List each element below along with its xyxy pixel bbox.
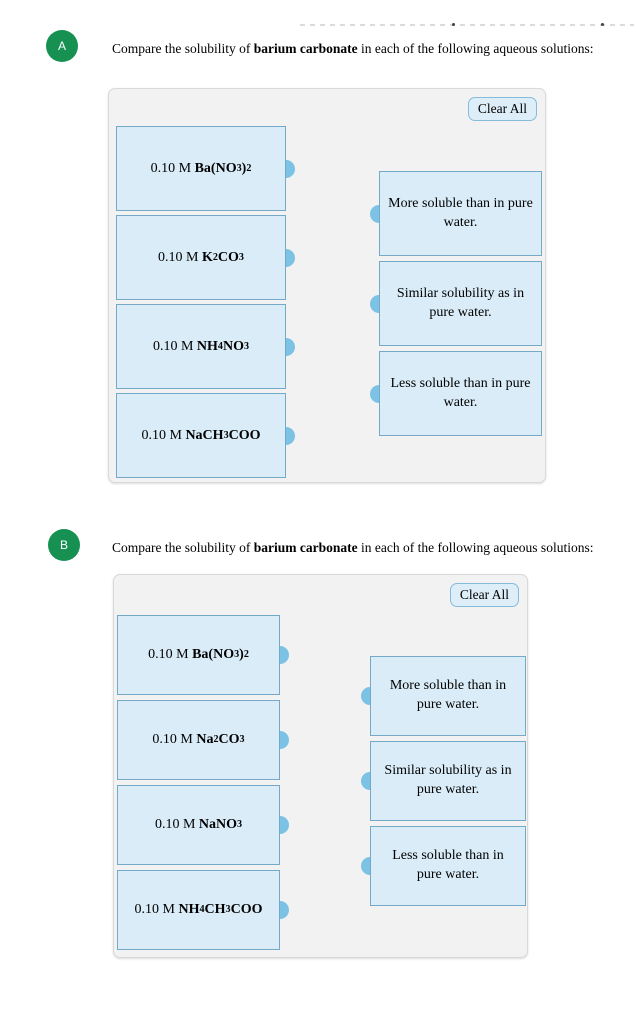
connector-tab-icon	[280, 901, 289, 919]
connector-notch-icon	[361, 687, 370, 705]
drop-target-label: Less soluble than in pure water.	[390, 375, 531, 410]
question-suffix: in each of the following aqueous solutio…	[357, 540, 594, 555]
drop-target[interactable]: More soluble than in pure water.	[370, 171, 542, 256]
drop-target-label: More soluble than in pure water.	[388, 195, 533, 230]
connector-tab-icon	[286, 248, 295, 267]
drop-target[interactable]: Similar solubility as in pure water.	[370, 261, 542, 346]
drop-target-label: More soluble than in pure water.	[389, 678, 507, 712]
drop-target-label: Similar solubility as in pure water.	[396, 285, 525, 320]
top-dash-dot	[452, 23, 455, 26]
connector-tab-icon	[286, 159, 295, 178]
connector-notch-icon	[361, 772, 370, 790]
question-badge-a: A	[46, 30, 78, 62]
drop-target[interactable]: Less soluble than in pure water.	[361, 826, 526, 906]
connector-notch-icon	[370, 384, 379, 403]
question-text-b: Compare the solubility of barium carbona…	[112, 539, 624, 557]
drop-target-label: Similar solubility as in pure water.	[384, 763, 512, 797]
connector-tab-icon	[286, 426, 295, 445]
question-prefix: Compare the solubility of	[112, 41, 254, 56]
top-dash-dot	[601, 23, 604, 26]
question-badge-b: B	[48, 529, 80, 561]
question-bold-term: barium carbonate	[253, 540, 358, 555]
connector-notch-icon	[361, 857, 370, 875]
connector-tab-icon	[280, 646, 289, 664]
drop-target[interactable]: Similar solubility as in pure water.	[361, 741, 526, 821]
question-text-a: Compare the solubility of barium carbona…	[112, 40, 624, 58]
connector-tab-icon	[280, 816, 289, 834]
connector-notch-icon	[370, 204, 379, 223]
connector-tab-icon	[286, 337, 295, 356]
drop-target[interactable]: Less soluble than in pure water.	[370, 351, 542, 436]
connector-tab-icon	[280, 731, 289, 749]
question-bold-term: barium carbonate	[253, 41, 358, 56]
top-partial-dashes	[300, 24, 634, 26]
question-suffix: in each of the following aqueous solutio…	[357, 41, 594, 56]
drop-target[interactable]: More soluble than in pure water.	[361, 656, 526, 736]
clear-all-button[interactable]: Clear All	[449, 583, 519, 607]
target-column: More soluble than in pure water. Similar…	[370, 171, 542, 436]
connector-notch-icon	[370, 294, 379, 313]
question-prefix: Compare the solubility of	[112, 540, 254, 555]
target-column: More soluble than in pure water. Similar…	[361, 656, 526, 906]
drop-target-label: Less soluble than in pure water.	[392, 848, 504, 882]
clear-all-button[interactable]: Clear All	[467, 97, 537, 121]
